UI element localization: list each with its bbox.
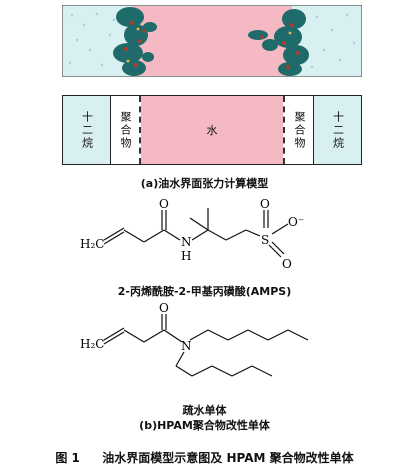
amps-o-minus: O⁻	[288, 215, 304, 229]
polymer-region-left: 聚合物	[111, 96, 141, 164]
polymer-cluster-right	[248, 9, 309, 76]
figure-caption: 图 1 油水界面模型示意图及 HPAM 聚合物改性单体	[0, 449, 409, 466]
panel-a-caption: (a)油水界面张力计算模型	[140, 177, 269, 190]
amps-carbonyl-o: O	[159, 197, 169, 211]
hydrophobic-monomer-structure: H₂C O N	[80, 301, 309, 377]
amps-s-o-bottom: O	[282, 257, 292, 271]
panel-b-caption: (b)HPAM聚合物改性单体	[139, 419, 270, 432]
water-label: 水	[206, 124, 218, 137]
monomer-carbonyl-o: O	[159, 301, 169, 315]
amps-s-o-top: O	[260, 197, 270, 211]
monomer-n: N	[181, 339, 192, 353]
simulation-snapshot	[62, 5, 362, 77]
interface-schematic: 十二烷 聚合物 水 聚合物 十二烷	[62, 95, 362, 165]
polymer-label-left: 聚合物	[119, 110, 132, 150]
water-region: 水	[141, 96, 283, 164]
figure-title: 油水界面模型示意图及 HPAM 聚合物改性单体	[102, 451, 354, 465]
amps-h: H	[181, 249, 191, 263]
polymer-cluster-left	[113, 7, 157, 76]
polymer-label-right: 聚合物	[293, 110, 306, 150]
oil-label-right: 十二烷	[331, 110, 345, 150]
amps-structure: H₂C O N H S O O⁻ O	[80, 197, 304, 271]
monomer-ch2: H₂C	[80, 337, 104, 351]
oil-region-right: 十二烷	[313, 96, 361, 164]
oil-region-left: 十二烷	[63, 96, 111, 164]
amps-n: N	[181, 235, 192, 249]
amps-ch2: H₂C	[80, 237, 104, 251]
hydrophobic-monomer-label: 疏水单体	[182, 404, 227, 417]
amps-s: S	[261, 233, 269, 247]
oil-label-left: 十二烷	[80, 110, 94, 150]
figure-number: 图 1	[55, 451, 80, 465]
amps-name: 2-丙烯酰胺-2-甲基丙磺酸(AMPS)	[117, 285, 292, 298]
polymer-region-right: 聚合物	[283, 96, 313, 164]
